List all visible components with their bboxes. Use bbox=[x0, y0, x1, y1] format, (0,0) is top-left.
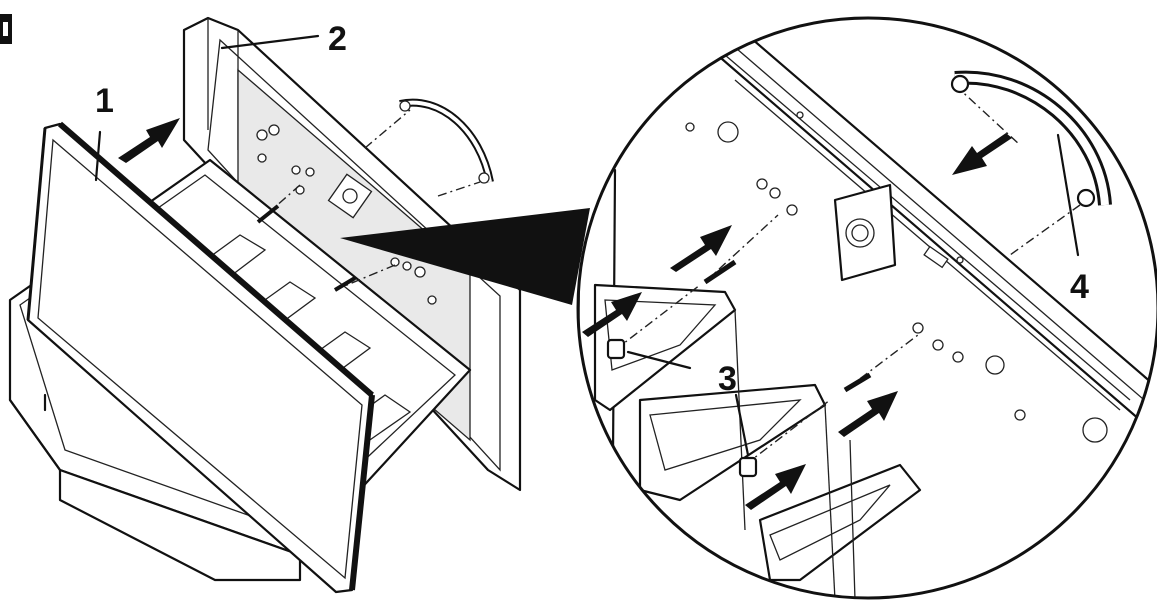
callout-2: 2 bbox=[328, 20, 347, 58]
drawer-assembly bbox=[8, 16, 522, 594]
step-marker bbox=[0, 14, 12, 44]
screw-icon bbox=[256, 204, 357, 292]
callout-1-leader bbox=[94, 130, 102, 182]
callout-1: 1 bbox=[95, 82, 114, 120]
callout-2-leader bbox=[220, 34, 320, 50]
front-frame bbox=[26, 121, 375, 594]
arrow-icon bbox=[952, 133, 1012, 175]
callout-4: 4 bbox=[1070, 268, 1089, 306]
arrow-icon bbox=[838, 391, 898, 437]
arrow-icon bbox=[745, 464, 806, 510]
handle-icon bbox=[399, 98, 494, 184]
arrow-icon bbox=[118, 118, 180, 163]
callout-3: 3 bbox=[718, 360, 737, 398]
arrow-icon bbox=[582, 292, 642, 337]
detail-zoom bbox=[576, 16, 1157, 600]
handle-detail bbox=[950, 70, 1112, 208]
arrow-icon bbox=[670, 225, 732, 272]
zoom-pointer bbox=[340, 208, 590, 305]
